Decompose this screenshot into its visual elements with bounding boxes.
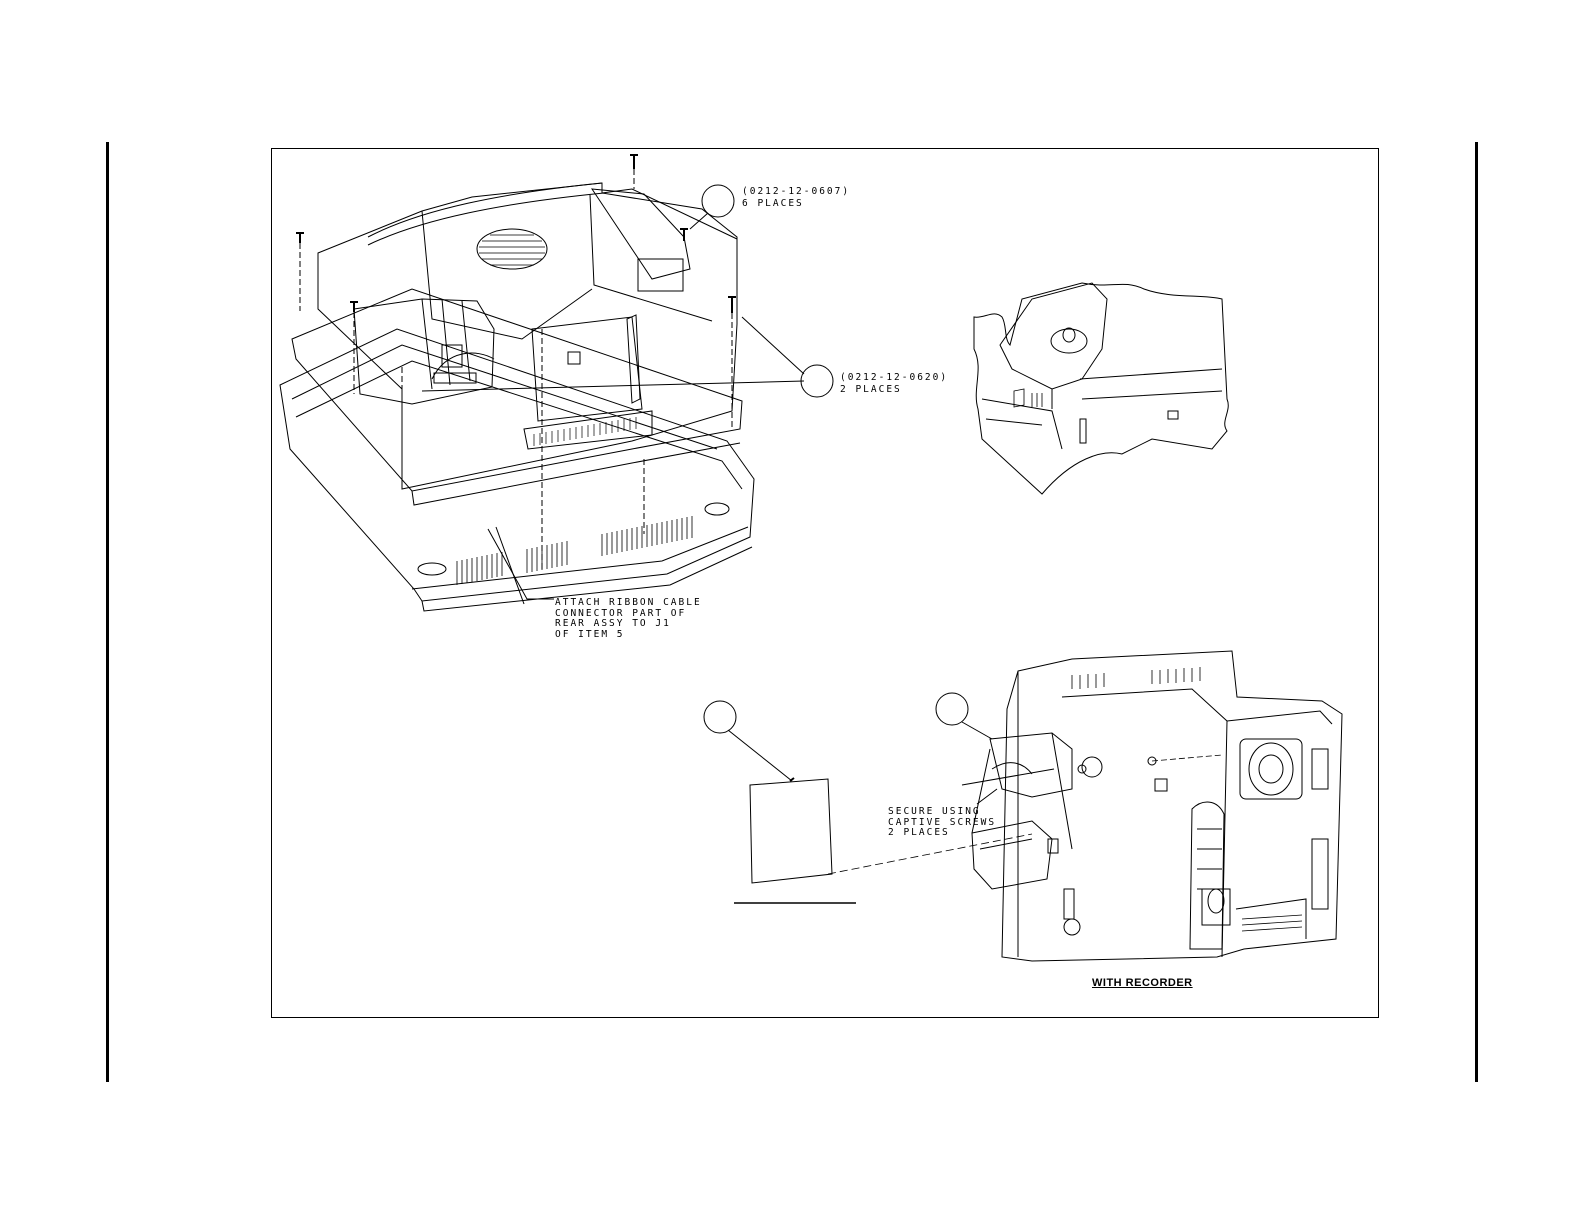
detail-view (974, 283, 1228, 494)
screws-b-part-number: (0212-12-0620) (840, 373, 948, 384)
left-margin-rule (106, 142, 109, 1082)
with-recorder-caption: WITH RECORDER (1092, 977, 1193, 989)
callout-bubble-screws-b (801, 365, 833, 397)
callout-bubble-screws-a (702, 185, 734, 217)
ribbon-cable-note: ATTACH RIBBON CABLE CONNECTOR PART OF RE… (555, 598, 702, 640)
captive-screws-note-line: 2 PLACES (888, 828, 996, 839)
screws-a-part-number: (0212-12-0607) (742, 187, 850, 198)
screw-group (296, 155, 736, 569)
assembly-drawing (272, 149, 1378, 1017)
right-margin-rule (1475, 142, 1478, 1082)
ribbon-cable-note-line: ATTACH RIBBON CABLE (555, 598, 702, 609)
captive-screws-note: SECURE USING CAPTIVE SCREWS 2 PLACES (888, 807, 996, 839)
ribbon-cable-note-line: OF ITEM 5 (555, 630, 702, 641)
screws-a-quantity: 6 PLACES (742, 199, 804, 210)
ribbon-cable-note-line: REAR ASSY TO J1 (555, 619, 702, 630)
monitor-with-recorder (962, 651, 1342, 961)
callout-bubble-recorder (936, 693, 968, 725)
callout-bubble-item (704, 701, 736, 733)
main-exploded-assembly (280, 155, 804, 611)
captive-screws-note-line: SECURE USING (888, 807, 996, 818)
screws-b-quantity: 2 PLACES (840, 385, 902, 396)
drawing-frame: (0212-12-0607) 6 PLACES (0212-12-0620) 2… (271, 148, 1379, 1018)
